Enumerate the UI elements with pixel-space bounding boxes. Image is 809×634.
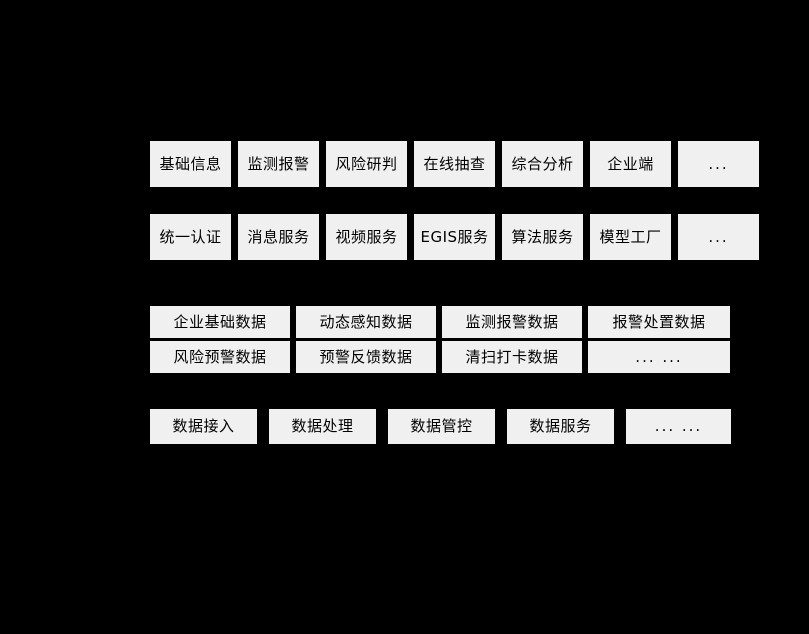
app-box-label: 基础信息 [159,154,222,173]
platform-box-shujuchuli[interactable]: 数据处理 [269,409,376,444]
service-box-xiaoxifuwu[interactable]: 消息服务 [238,214,319,260]
service-layer-row: 统一认证 消息服务 视频服务 EGIS服务 算法服务 模型工厂 ... [150,214,759,260]
platform-box-label: 数据接入 [172,417,235,435]
app-box-label: 综合分析 [511,154,574,173]
data-box-label: 预警反馈数据 [319,347,413,366]
data-box-label: 报警处置数据 [612,312,706,331]
app-box-more[interactable]: ... [678,141,759,187]
data-box-yujingfankuishuju[interactable]: 预警反馈数据 [296,341,436,373]
service-box-label: 算法服务 [511,227,574,246]
app-box-fengxianyanpan[interactable]: 风险研判 [326,141,407,187]
service-box-label: 视频服务 [335,227,398,246]
data-box-label: ... ... [635,347,683,366]
platform-box-label: 数据服务 [529,417,592,435]
platform-box-shujuguankong[interactable]: 数据管控 [388,409,495,444]
service-box-more[interactable]: ... [678,214,759,260]
app-box-label: 在线抽查 [423,154,486,173]
data-box-qingsaodakashuju[interactable]: 清扫打卡数据 [442,341,582,373]
data-resource-row-1: 企业基础数据 动态感知数据 监测报警数据 报警处置数据 [150,306,730,338]
app-box-zonghefenxi[interactable]: 综合分析 [502,141,583,187]
platform-box-label: 数据管控 [410,417,473,435]
app-box-jiancebaojing[interactable]: 监测报警 [238,141,319,187]
platform-box-shujujieru[interactable]: 数据接入 [150,409,257,444]
service-box-label: 统一认证 [159,227,222,246]
app-box-label: 企业端 [607,154,654,173]
service-box-label: 消息服务 [247,227,310,246]
service-box-suanfafuwu[interactable]: 算法服务 [502,214,583,260]
data-box-label: 企业基础数据 [173,312,267,331]
data-box-dongtaiganzhishuju[interactable]: 动态感知数据 [296,306,436,338]
service-box-label: 模型工厂 [599,227,662,246]
data-box-qiyejichushuju[interactable]: 企业基础数据 [150,306,290,338]
data-box-label: 清扫打卡数据 [465,347,559,366]
data-box-label: 监测报警数据 [465,312,559,331]
data-box-fengxianyujingshuju[interactable]: 风险预警数据 [150,341,290,373]
data-box-label: 动态感知数据 [319,312,413,331]
data-resource-row-2: 风险预警数据 预警反馈数据 清扫打卡数据 ... ... [150,341,730,373]
app-box-label: 风险研判 [335,154,398,173]
app-box-qiyeduan[interactable]: 企业端 [590,141,671,187]
app-box-label: 监测报警 [247,154,310,173]
service-box-egisfuwu[interactable]: EGIS服务 [414,214,495,260]
service-box-label: EGIS服务 [420,227,489,246]
platform-layer-row: 数据接入 数据处理 数据管控 数据服务 ... ... [150,409,731,444]
service-box-tongyirenzheng[interactable]: 统一认证 [150,214,231,260]
service-box-label: ... [708,227,729,246]
data-box-label: 风险预警数据 [173,347,267,366]
data-box-jiancebaojingshuju[interactable]: 监测报警数据 [442,306,582,338]
platform-box-label: ... ... [654,417,703,435]
service-box-moxinggongchang[interactable]: 模型工厂 [590,214,671,260]
data-box-baojingchuzhishuju[interactable]: 报警处置数据 [588,306,730,338]
application-layer-row: 基础信息 监测报警 风险研判 在线抽查 综合分析 企业端 ... [150,141,759,187]
data-box-more[interactable]: ... ... [588,341,730,373]
platform-box-more[interactable]: ... ... [626,409,731,444]
app-box-jichuxinxi[interactable]: 基础信息 [150,141,231,187]
app-box-label: ... [708,154,729,173]
service-box-shipinfuwu[interactable]: 视频服务 [326,214,407,260]
platform-box-shujufuwu[interactable]: 数据服务 [507,409,614,444]
platform-box-label: 数据处理 [291,417,354,435]
app-box-zaixianchoucha[interactable]: 在线抽查 [414,141,495,187]
